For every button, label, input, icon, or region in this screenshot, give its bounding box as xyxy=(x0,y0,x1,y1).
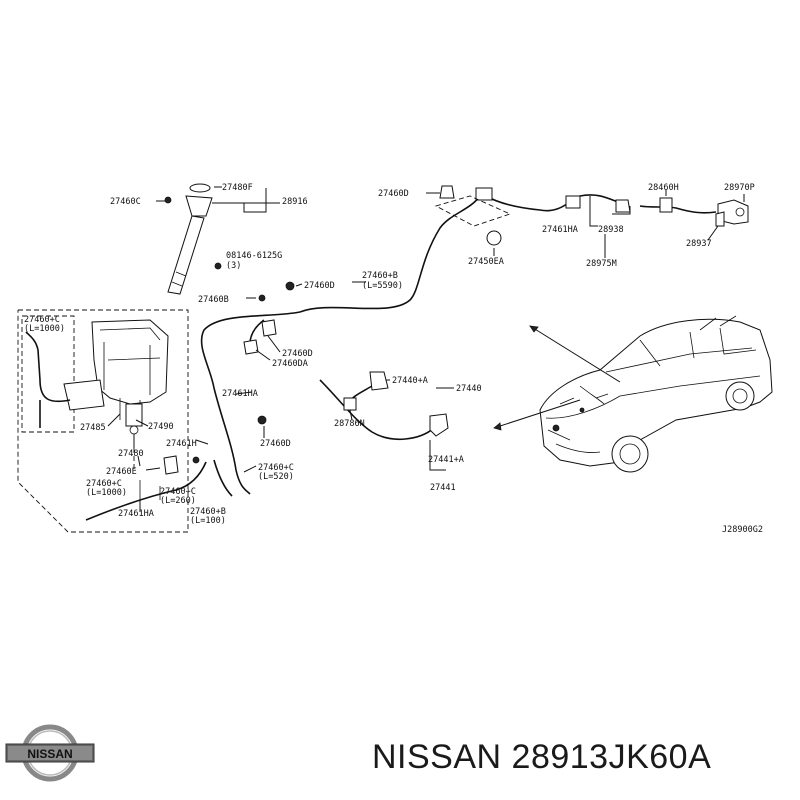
label-27460C-top: 27460C xyxy=(110,197,141,207)
label-27485: 27485 xyxy=(80,423,106,433)
label-28938: 28938 xyxy=(598,225,624,235)
label-27460DA: 27460DA xyxy=(272,359,308,369)
label-28786N: 28786N xyxy=(334,419,365,429)
washer-tank-group xyxy=(17,309,189,533)
label-28460H: 28460H xyxy=(648,183,679,193)
drawing-code: J28900G2 xyxy=(722,525,763,535)
label-08146-qty: (3) xyxy=(226,261,241,271)
label-27460B-top-len: (L=5590) xyxy=(362,281,403,291)
label-27460C-low-len: (L=1000) xyxy=(86,488,127,498)
label-27460B-low-len: (L=100) xyxy=(190,516,226,526)
clips-and-connectors xyxy=(139,185,749,500)
label-27460D-2: 27460D xyxy=(282,349,313,359)
label-27460D-3: 27460D xyxy=(260,439,291,449)
label-27460B-mid: 27460B xyxy=(198,295,229,305)
label-28916: 28916 xyxy=(282,197,308,207)
label-27461HA-mid: 27461HA xyxy=(222,389,258,399)
logo-wordmark: NISSAN xyxy=(27,747,72,761)
pointer-arrows xyxy=(493,325,621,431)
label-27441: 27441 xyxy=(430,483,456,493)
label-27460D-top: 27460D xyxy=(378,189,409,199)
label-27460B-low: 27460+B xyxy=(190,507,226,517)
part-labels: 27460C 27480F 28916 27460D 27461HA 28938… xyxy=(24,183,763,535)
vehicle-illustration xyxy=(539,315,773,473)
label-27440: 27440 xyxy=(456,384,482,394)
label-27441A: 27441+A xyxy=(428,455,464,465)
label-27461HA-low: 27461HA xyxy=(118,509,154,519)
label-28937: 28937 xyxy=(686,239,712,249)
label-27490: 27490 xyxy=(148,422,174,432)
label-27461HA-top: 27461HA xyxy=(542,225,578,235)
label-27480F: 27480F xyxy=(222,183,253,193)
label-28975M: 28975M xyxy=(586,259,617,269)
label-27461H: 27461H xyxy=(166,439,197,449)
label-27440A: 27440+A xyxy=(392,376,428,386)
label-08146: 08146-6125G xyxy=(226,251,282,261)
label-27480: 27480 xyxy=(118,449,144,459)
label-27460B-top: 27460+B xyxy=(362,271,398,281)
label-27460C-260-len: (L=260) xyxy=(160,496,196,506)
filler-neck-group xyxy=(156,183,280,295)
leader-lines xyxy=(137,190,745,512)
label-27460C-260: 27460+C xyxy=(160,487,196,497)
label-27450EA: 27450EA xyxy=(468,257,504,267)
part-title: NISSAN 28913JK60A xyxy=(372,738,712,776)
label-27460C-box-len: (L=1000) xyxy=(24,324,65,334)
label-27460C-mid-len: (L=520) xyxy=(258,472,294,482)
label-27460C-box: 27460+C xyxy=(24,315,60,325)
nissan-logo: NISSAN xyxy=(5,724,95,782)
label-27460C-mid: 27460+C xyxy=(258,463,294,473)
label-27460C-low: 27460+C xyxy=(86,479,122,489)
label-27460E: 27460E xyxy=(106,467,137,477)
label-27460D-mid: 27460D xyxy=(304,281,335,291)
label-28970P: 28970P xyxy=(724,183,755,193)
